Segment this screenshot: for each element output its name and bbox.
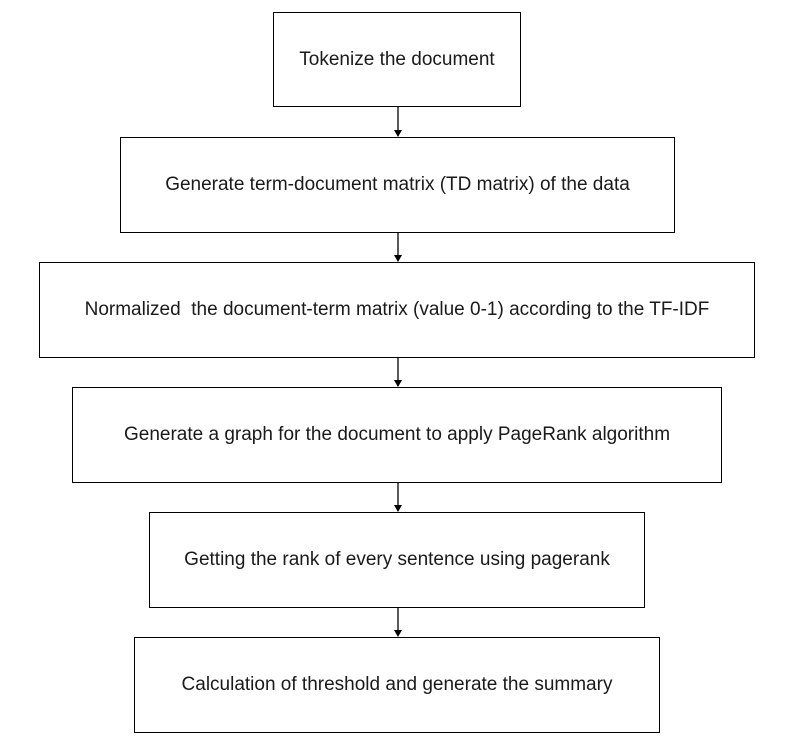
step-td-matrix-label: Generate term-document matrix (TD matrix… (165, 174, 630, 195)
step-rank-label: Getting the rank of every sentence using… (184, 549, 610, 570)
step-normalize-box: Normalized the document-term matrix (val… (39, 262, 755, 358)
step-graph-label: Generate a graph for the document to app… (123, 424, 671, 445)
step-summary-box: Calculation of threshold and generate th… (134, 637, 660, 733)
step-summary-label: Calculation of threshold and generate th… (181, 674, 613, 695)
step-normalize-label: Normalized the document-term matrix (val… (84, 299, 710, 320)
step-rank-box: Getting the rank of every sentence using… (149, 512, 645, 608)
step-graph-box: Generate a graph for the document to app… (72, 387, 722, 483)
step-tokenize-box: Tokenize the document (273, 12, 521, 107)
step-td-matrix-box: Generate term-document matrix (TD matrix… (120, 137, 675, 233)
step-tokenize-label: Tokenize the document (299, 48, 495, 70)
